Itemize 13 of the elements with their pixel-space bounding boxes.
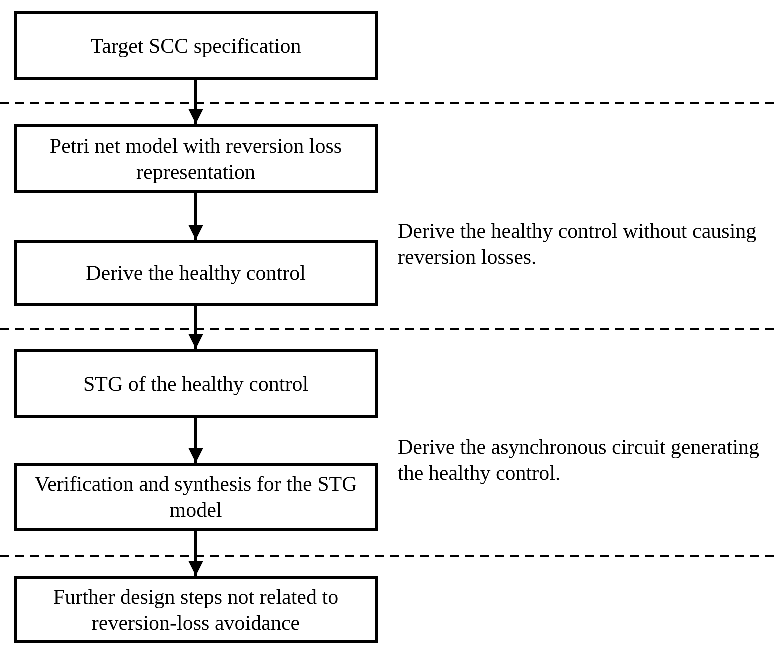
process-box: Derive the healthy control <box>14 240 378 306</box>
process-box: Verification and synthesis for the STG model <box>14 463 378 531</box>
phase-note: Derive the asynchronous circuit generating the healthy control. <box>398 434 761 486</box>
phase-note: Derive the healthy control without causing reversion losses. <box>398 218 758 270</box>
arrow <box>188 418 204 463</box>
process-box: Petri net model with reversion loss representation <box>14 124 378 193</box>
process-box: Further design steps not related to reversion-loss avoidance <box>14 576 378 643</box>
process-box: STG of the healthy control <box>14 349 378 418</box>
arrow <box>188 306 204 349</box>
process-box: Target SCC specification <box>14 11 378 80</box>
arrow <box>188 80 204 124</box>
arrow <box>188 193 204 240</box>
arrow <box>188 531 204 576</box>
